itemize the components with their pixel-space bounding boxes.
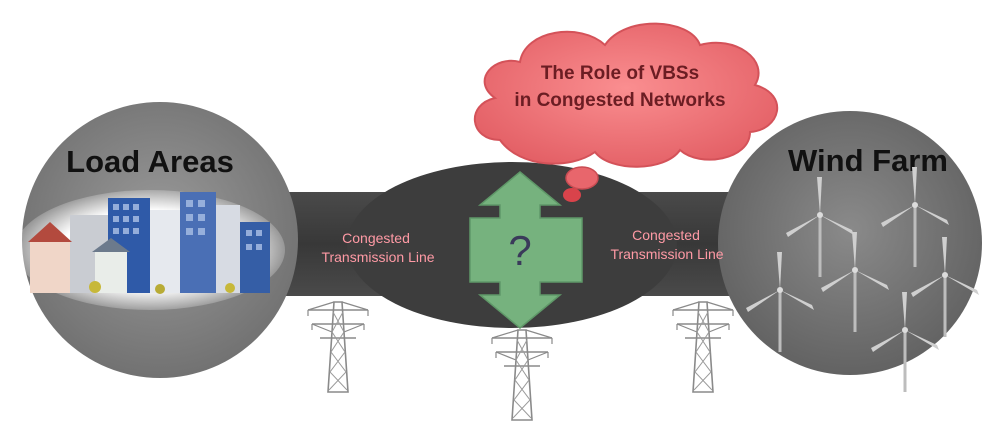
load-areas-label: Load Areas bbox=[66, 144, 234, 179]
thought-cloud-icon bbox=[474, 22, 779, 202]
cloud-title-line1: The Role of VBSs bbox=[541, 63, 699, 84]
left-line-label-2: Transmission Line bbox=[321, 249, 434, 265]
cloud-title-line2: in Congested Networks bbox=[514, 90, 725, 111]
left-line-label-1: Congested bbox=[342, 230, 410, 246]
right-line-label-2: Transmission Line bbox=[610, 246, 723, 262]
up-down-arrow-icon bbox=[469, 171, 583, 329]
center-question-mark: ? bbox=[508, 227, 531, 274]
city-buildings-icon bbox=[15, 190, 285, 310]
right-line-label-1: Congested bbox=[632, 227, 700, 243]
wind-farm-label: Wind Farm bbox=[788, 143, 948, 178]
